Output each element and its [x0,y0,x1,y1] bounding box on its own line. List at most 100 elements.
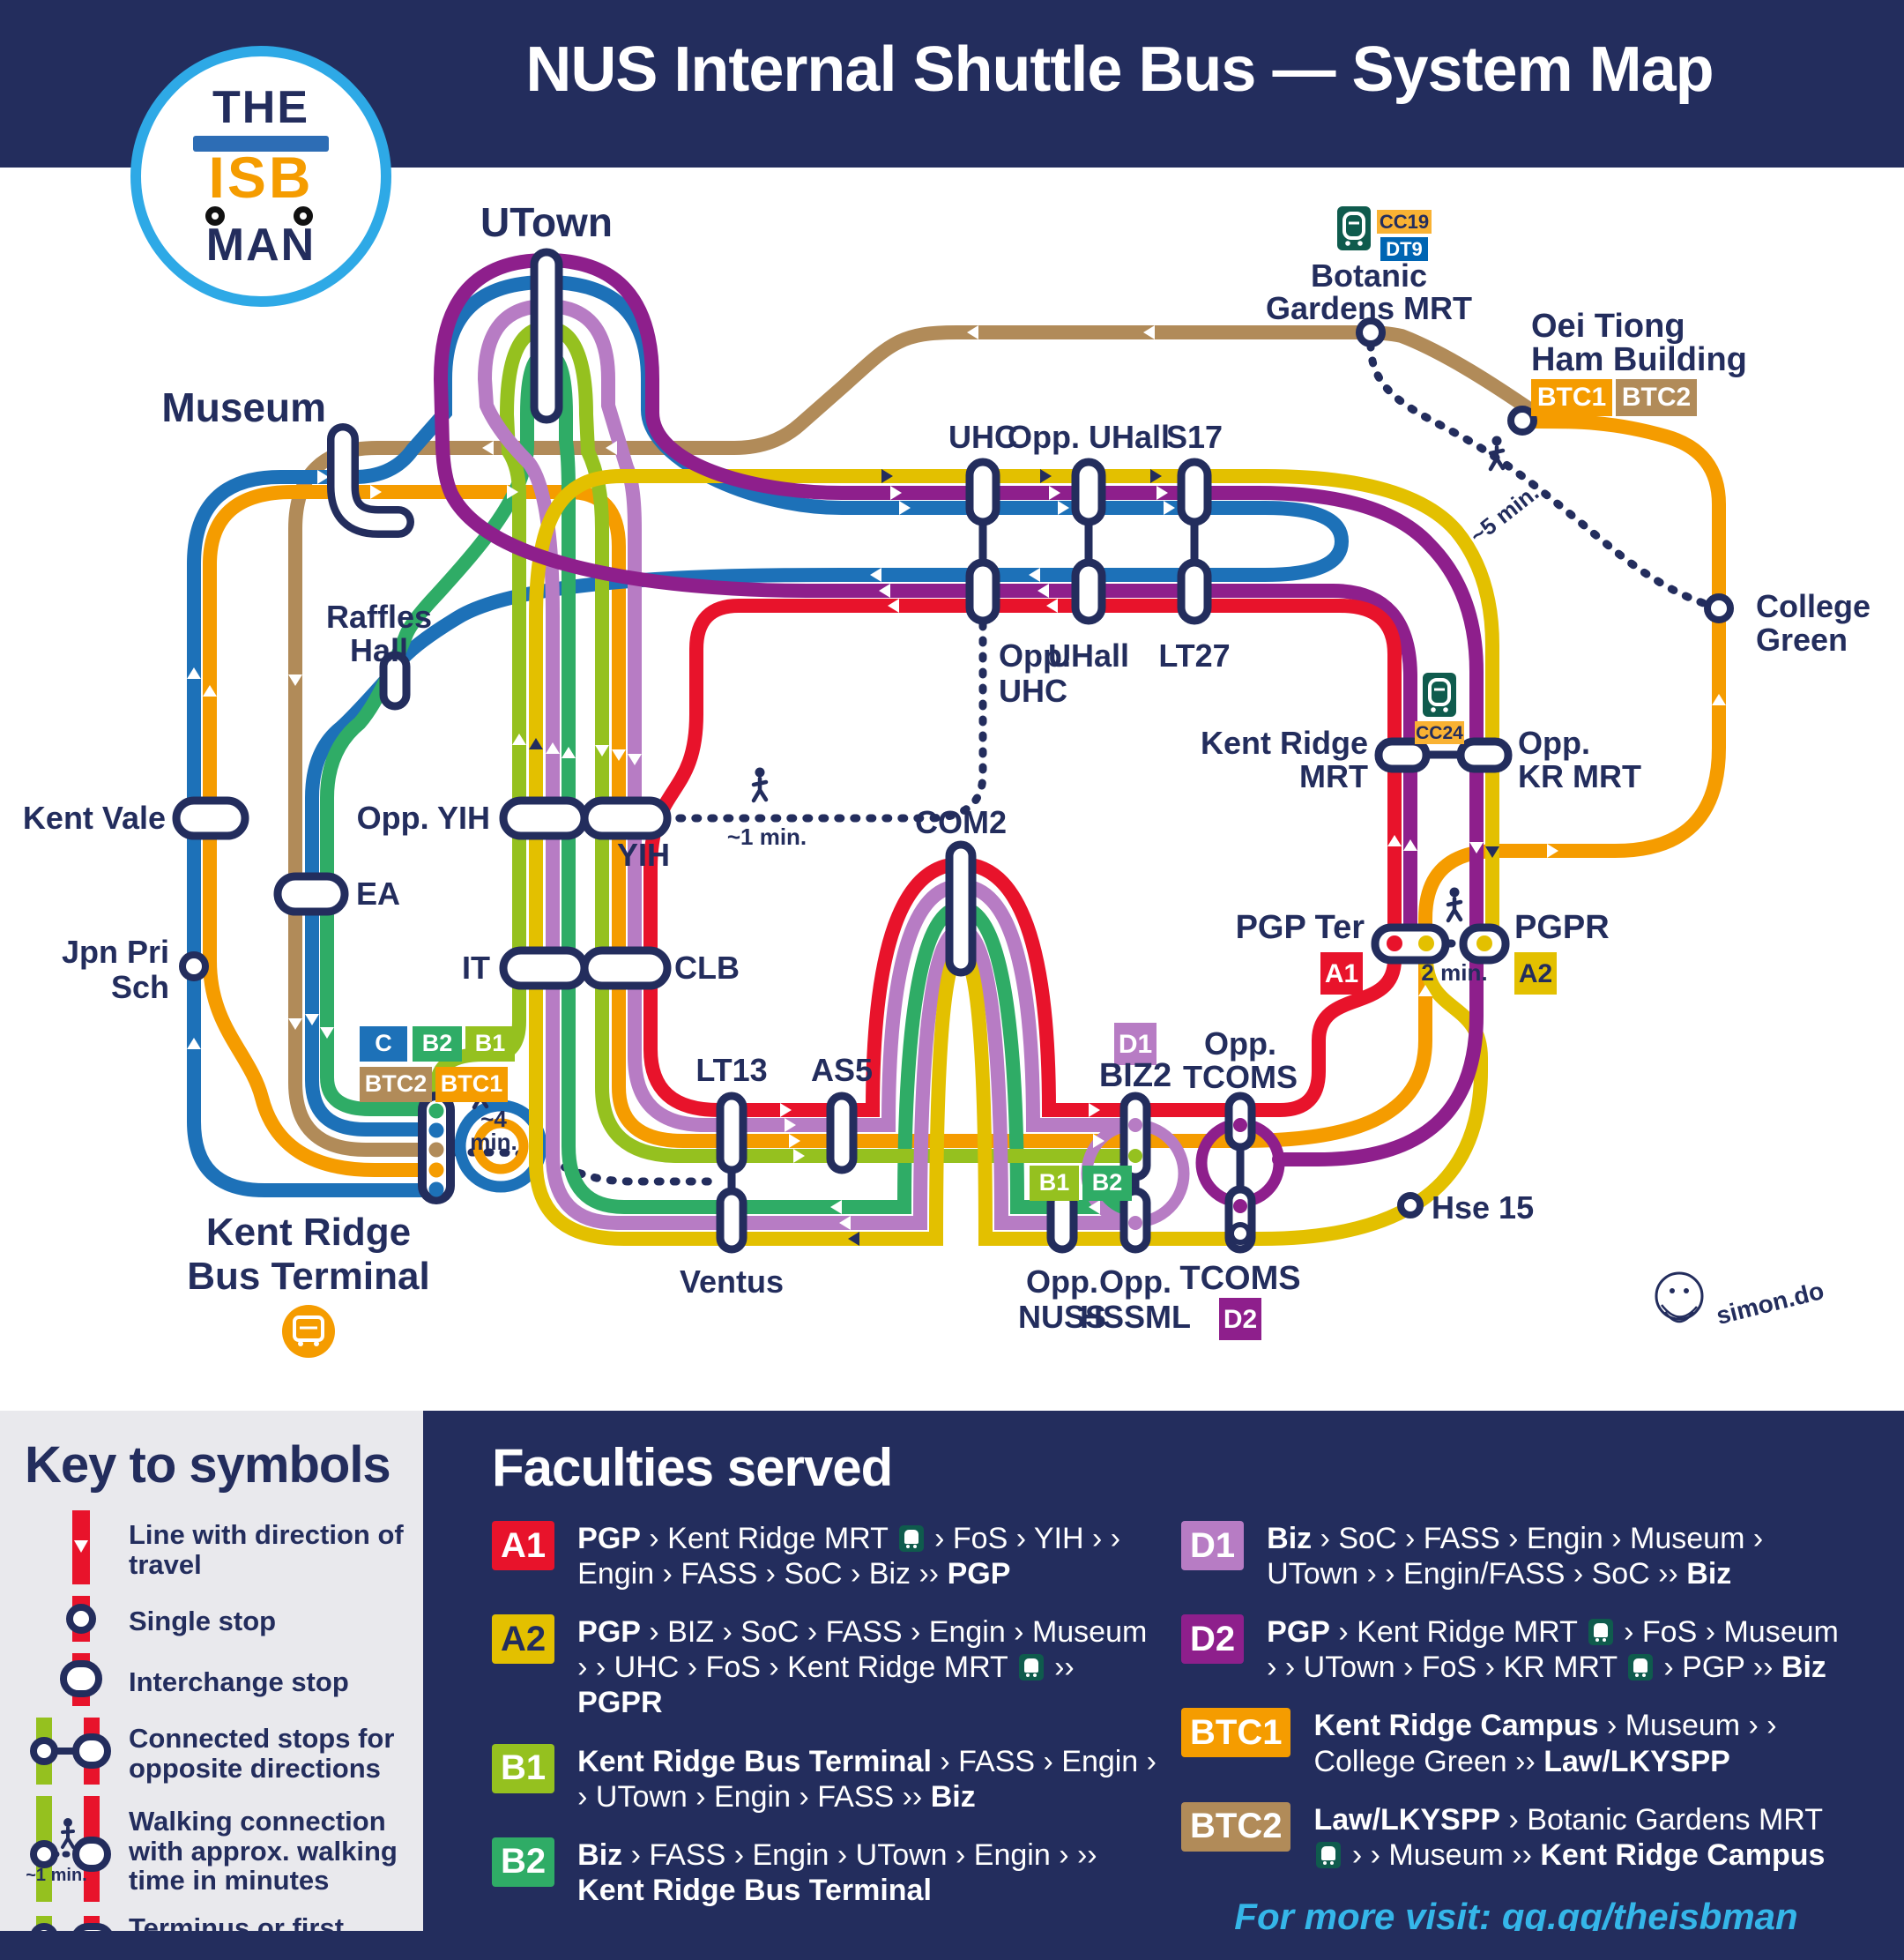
route-badge-d1: D1 [1181,1521,1245,1570]
svg-text:PGPR: PGPR [1514,909,1610,946]
svg-text:CLB: CLB [674,950,740,986]
svg-text:LT13: LT13 [695,1052,767,1088]
line-d1 [477,298,1142,1230]
svg-text:Opp.: Opp. [999,637,1071,674]
more-info-link[interactable]: For more visit: gg.gg/theisbman [1234,1895,1798,1937]
legend-item: Single stop [25,1596,407,1646]
svg-text:B1: B1 [475,1030,506,1056]
mrt-icon [1316,1841,1342,1868]
dt9-badge: DT9 [1386,238,1423,260]
svg-text:UTown: UTown [480,199,613,245]
svg-text:BTC1: BTC1 [1537,383,1606,412]
svg-text:BIZ2: BIZ2 [1099,1057,1171,1094]
line-btc1 [203,414,1726,1177]
svg-text:Kent Ridge: Kent Ridge [206,1211,411,1254]
svg-text:College: College [1756,588,1871,624]
svg-text:Raffles: Raffles [326,599,432,635]
svg-text:Kent Vale: Kent Vale [23,800,166,836]
svg-text:Ventus: Ventus [680,1263,784,1300]
walker-icon [1491,436,1503,470]
page-title: NUS Internal Shuttle Bus — System Map [525,34,1714,105]
svg-text:Ham Building: Ham Building [1531,341,1747,378]
svg-text:D1: D1 [1119,1030,1152,1059]
signature-doodle: simon.do [1655,1271,1826,1330]
route-badge-b1: B1 [492,1743,555,1793]
legend-item: Interchange stop [25,1653,407,1710]
svg-text:HSSML: HSSML [1080,1299,1191,1335]
b1b2-badge: B1 B2 [1030,1166,1132,1201]
svg-text:EA: EA [356,876,400,912]
mrt-icon [1588,1619,1613,1646]
route-lines [187,252,1726,1246]
bus-terminal-icon [282,1305,335,1358]
svg-text:min.: min. [470,1129,517,1155]
single-stop-icon [25,1596,129,1646]
route-badge-d2: D2 [1181,1614,1245,1665]
logo-text-man: MAN [205,220,316,271]
svg-text:TCOMS: TCOMS [1183,1059,1298,1095]
svg-text:KR MRT: KR MRT [1518,758,1641,794]
svg-text:~1 min.: ~1 min. [727,823,807,850]
svg-text:A1: A1 [1325,959,1358,988]
svg-text:~4: ~4 [480,1106,507,1132]
svg-text:~1 min.: ~1 min. [26,1866,86,1885]
svg-text:C: C [375,1030,392,1056]
svg-text:A2: A2 [1519,959,1552,988]
d-badges: D1 D2 [1114,1023,1261,1340]
svg-text:NUSS: NUSS [1018,1299,1106,1335]
svg-text:Kent Ridge: Kent Ridge [1201,725,1368,761]
svg-text:Botanic: Botanic [1311,257,1427,294]
svg-text:Opp. YIH: Opp. YIH [357,800,490,836]
logo-text-the: THE [212,82,309,133]
svg-text:UHall: UHall [1048,637,1129,674]
svg-text:Opp.: Opp. [1518,725,1590,761]
legend-item: ~1 min. Walking connection with approx. … [25,1796,407,1906]
svg-text:BTC2: BTC2 [1622,383,1691,412]
svg-text:Opp.: Opp. [1204,1025,1276,1062]
bus-logo-icon: ISB [186,136,336,226]
mrt-icon [898,1525,924,1552]
svg-text:Opp. UHall: Opp. UHall [1008,419,1170,455]
mrt-icon [1018,1654,1044,1681]
route-badge-a2: A2 [492,1614,555,1665]
stations [172,248,1734,1254]
connected-stops-icon [25,1718,129,1789]
walker-icon [1448,888,1461,921]
mrt-icon [1335,205,1372,252]
station-labels: UTown Museum Botanic Gardens MRT Oei Tio… [23,199,1871,1335]
svg-text:BTC1: BTC1 [441,1070,503,1097]
system-map: CC19 DT9 CC24 C B2 B1 BTC2 BTC1 BTC1 BTC… [23,199,1871,1358]
line-btc2 [288,325,1539,1157]
svg-text:Bus Terminal: Bus Terminal [187,1255,429,1298]
svg-text:2 min.: 2 min. [1421,959,1487,986]
svg-text:PGP Ter: PGP Ter [1236,909,1365,946]
svg-text:UHC: UHC [948,419,1017,455]
mrt-markers: CC19 DT9 CC24 [1335,205,1464,744]
svg-text:Opp.: Opp. [1099,1263,1171,1300]
svg-text:BTC2: BTC2 [365,1070,428,1097]
pgp-badges: A1 A2 [1320,952,1557,995]
key-to-symbols-panel: Key to symbols Line with direction of tr… [0,1411,423,1960]
svg-text:D2: D2 [1223,1305,1257,1334]
svg-text:Jpn Pri: Jpn Pri [62,934,169,970]
mrt-icon [1421,671,1458,719]
route-badge-btc2: BTC2 [1181,1801,1291,1852]
svg-text:Green: Green [1756,622,1848,658]
svg-text:AS5: AS5 [811,1052,873,1088]
svg-text:LT27: LT27 [1158,637,1230,674]
faculties-title: Faculties served [492,1438,893,1497]
svg-text:Oei Tiong: Oei Tiong [1531,308,1685,345]
svg-text:B2: B2 [1092,1169,1123,1196]
krbt-loop-orange [472,1118,529,1174]
svg-text:B1: B1 [1039,1169,1070,1196]
svg-text:TCOMS: TCOMS [1179,1260,1300,1297]
legend-item: Connected stops for opposite directions [25,1718,407,1789]
